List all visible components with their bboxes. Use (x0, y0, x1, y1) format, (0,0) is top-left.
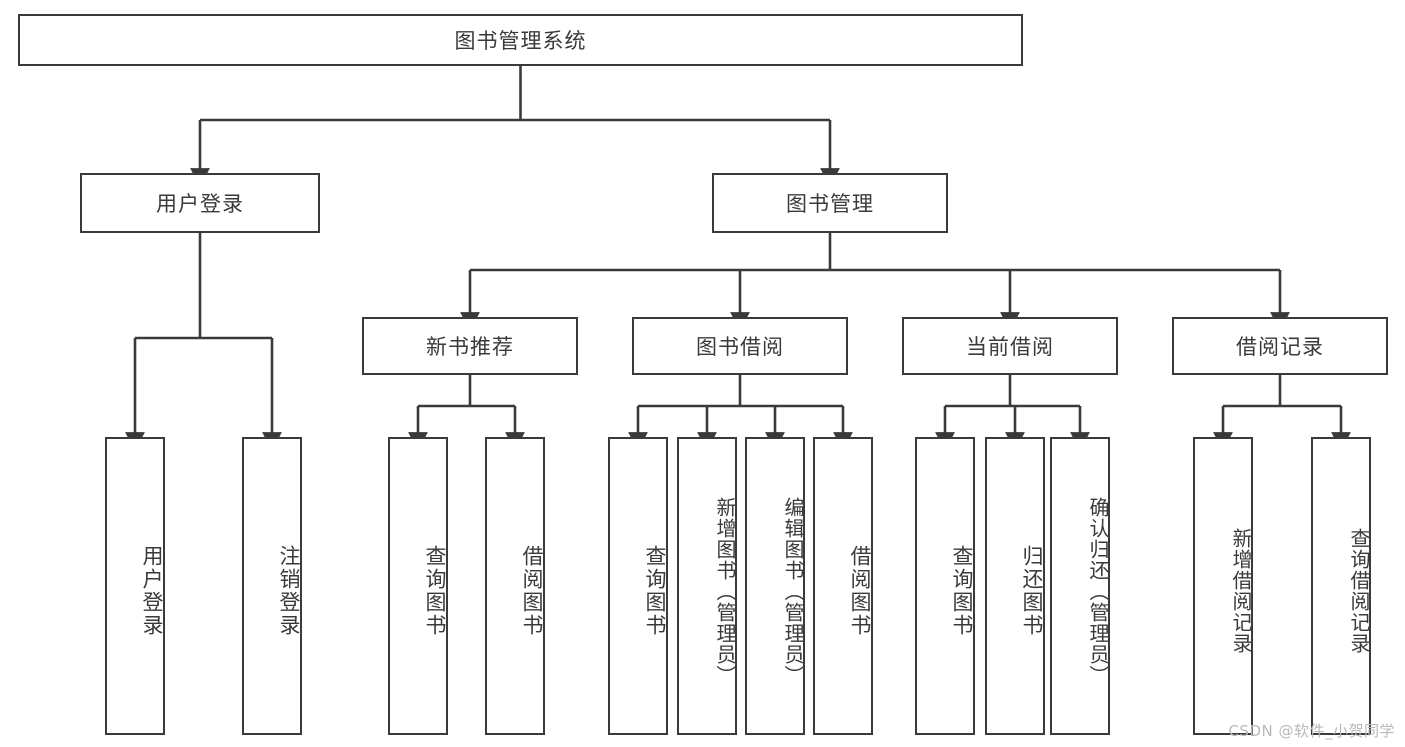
leaf-node-label: 用户登录 (140, 545, 164, 637)
level2-node-3[interactable]: 借阅记录 (1172, 317, 1388, 375)
level1-node-label: 图书管理 (786, 192, 874, 216)
leaf-node-7[interactable]: 借阅图书 (813, 437, 873, 735)
level2-node-2[interactable]: 当前借阅 (902, 317, 1118, 375)
leaf-node-6[interactable]: 编辑图书（管理员） (745, 437, 805, 735)
level2-node-label: 当前借阅 (966, 335, 1054, 359)
leaf-node-label: 归还图书 (1020, 545, 1044, 637)
leaf-node-12[interactable]: 查询借阅记录 (1311, 437, 1371, 735)
level1-node-label: 用户登录 (156, 192, 244, 216)
leaf-node-label: 查询图书 (643, 545, 667, 637)
leaf-node-label: 确认归还（管理员） (1086, 496, 1110, 686)
leaf-node-5[interactable]: 新增图书（管理员） (677, 437, 737, 735)
leaf-node-3[interactable]: 借阅图书 (485, 437, 545, 735)
leaf-node-label: 借阅图书 (848, 545, 872, 637)
level2-node-0[interactable]: 新书推荐 (362, 317, 578, 375)
level2-node-label: 图书借阅 (696, 335, 784, 359)
level1-node-0[interactable]: 用户登录 (80, 173, 320, 233)
root-node-0[interactable]: 图书管理系统 (18, 14, 1023, 66)
level2-node-label: 借阅记录 (1236, 335, 1324, 359)
leaf-node-11[interactable]: 新增借阅记录 (1193, 437, 1253, 735)
leaf-node-label: 查询图书 (950, 545, 974, 637)
leaf-node-label: 注销登录 (277, 545, 301, 637)
leaf-node-label: 查询图书 (423, 545, 447, 637)
leaf-node-label: 编辑图书（管理员） (781, 496, 805, 686)
leaf-node-8[interactable]: 查询图书 (915, 437, 975, 735)
csdn-watermark: CSDN @软件_小贺同学 (1228, 722, 1395, 740)
level1-node-1[interactable]: 图书管理 (712, 173, 948, 233)
root-node-label: 图书管理系统 (454, 29, 587, 53)
leaf-node-2[interactable]: 查询图书 (388, 437, 448, 735)
leaf-node-label: 查询借阅记录 (1347, 528, 1371, 654)
leaf-node-10[interactable]: 确认归还（管理员） (1050, 437, 1110, 735)
leaf-node-0[interactable]: 用户登录 (105, 437, 165, 735)
leaf-node-label: 新增借阅记录 (1229, 528, 1253, 654)
leaf-node-9[interactable]: 归还图书 (985, 437, 1045, 735)
leaf-node-label: 新增图书（管理员） (713, 496, 737, 686)
leaf-node-label: 借阅图书 (520, 545, 544, 637)
level2-node-1[interactable]: 图书借阅 (632, 317, 848, 375)
leaf-node-1[interactable]: 注销登录 (242, 437, 302, 735)
leaf-node-4[interactable]: 查询图书 (608, 437, 668, 735)
level2-node-label: 新书推荐 (426, 335, 514, 359)
